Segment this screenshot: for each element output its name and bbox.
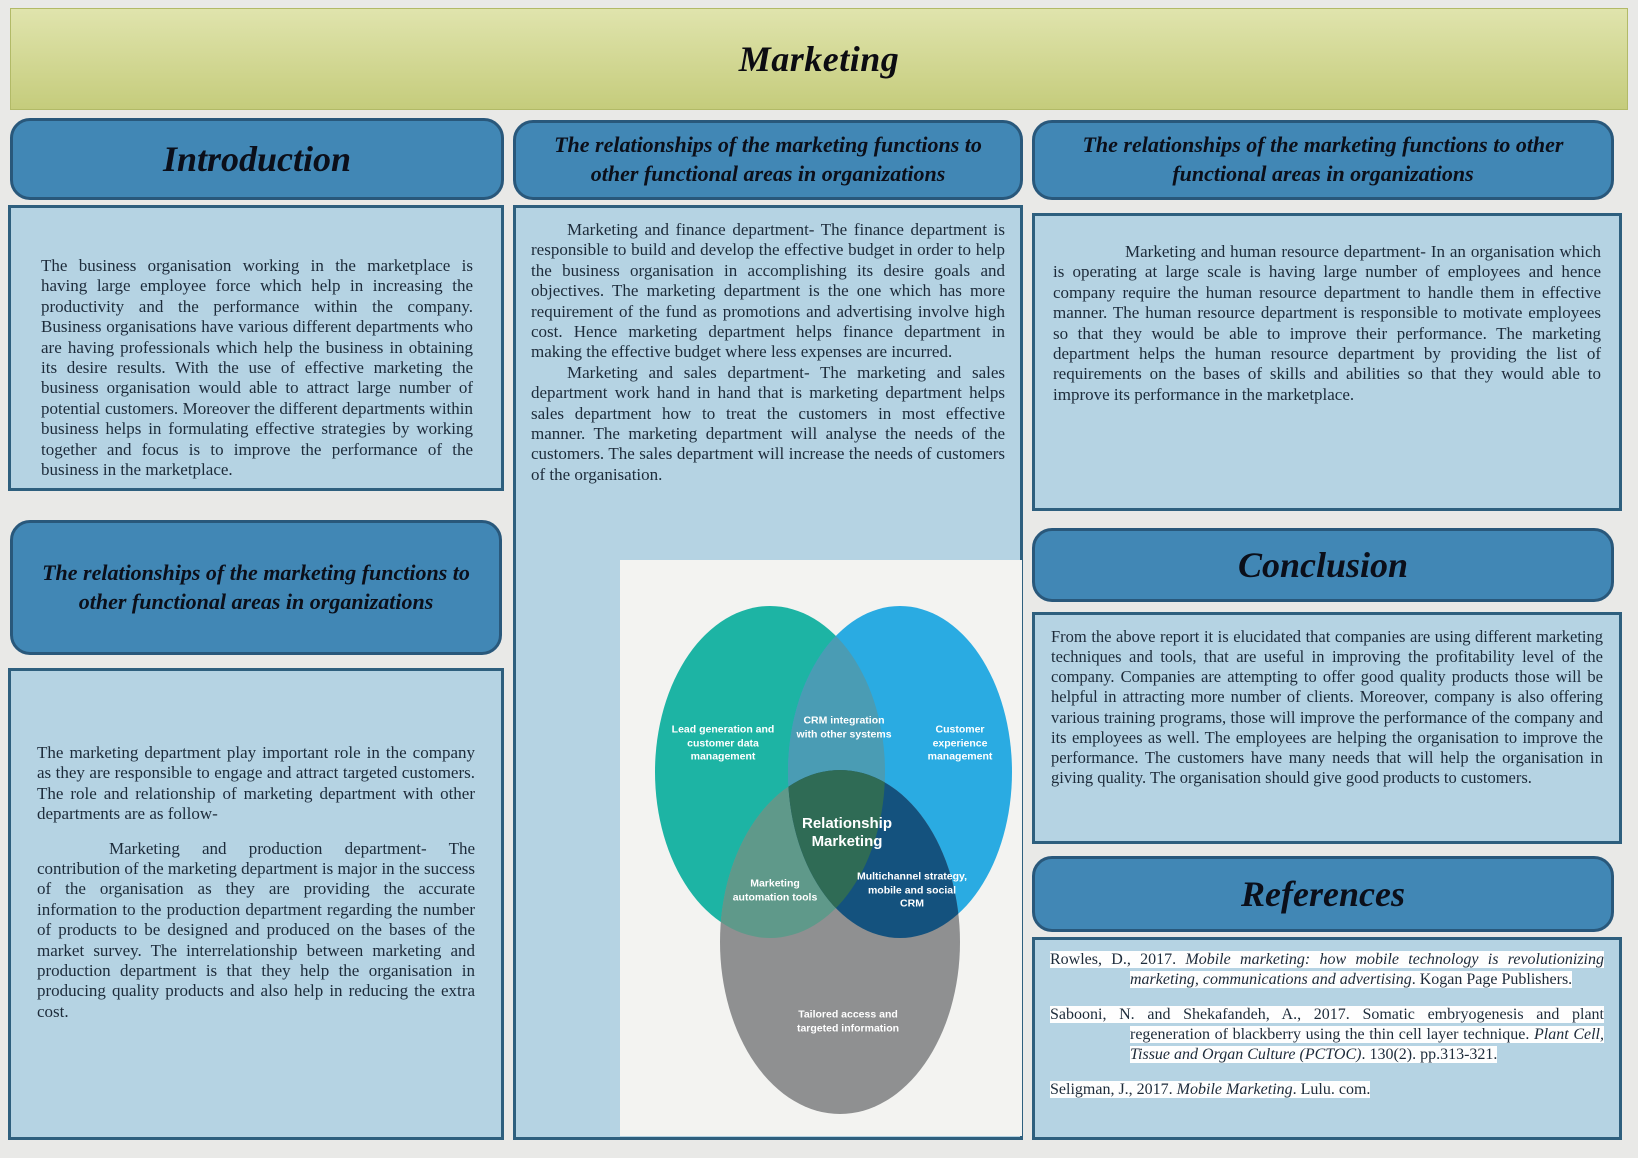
poster-title: Marketing [738,39,900,79]
relationships-middle-text-box: Marketing and finance department- The fi… [513,205,1023,1140]
conclusion-header-label: Conclusion [1237,545,1409,585]
relationships-left-header-label: The relationships of the marketing funct… [42,559,470,614]
introduction-paragraph: The business organisation working in the… [41,256,473,479]
section-header-relationships-right: The relationships of the marketing funct… [1032,120,1614,200]
relationships-right-paragraph: Marketing and human resource department-… [1053,242,1601,404]
reference-2-pages: . 130(2). pp.313-321. [1361,1046,1498,1064]
venn-label-customer-experience: Customer experience management [927,723,993,763]
relationships-left-text-box: The marketing department play important … [8,668,504,1140]
venn-overlap-right [788,770,960,938]
venn-label-marketing-automation: Marketing automation tools [732,877,818,903]
conclusion-paragraph: From the above report it is elucidated t… [1051,627,1603,787]
reference-item-1: Rowles, D., 2017. Mobile marketing: how … [1050,950,1604,991]
relationships-right-text-box: Marketing and human resource department-… [1032,213,1622,511]
reference-item-3: Seligman, J., 2017. Mobile Marketing. Lu… [1050,1080,1604,1100]
reference-3-authors: Seligman, J., 2017. [1050,1080,1177,1098]
conclusion-text-box: From the above report it is elucidated t… [1032,612,1622,844]
venn-diagram-svg [655,606,1012,1114]
reference-1-authors: Rowles, D., 2017. [1050,951,1186,968]
reference-3-publisher: . Lulu. com. [1292,1080,1371,1098]
introduction-header-label: Introduction [162,139,352,179]
section-header-conclusion: Conclusion [1032,528,1614,602]
venn-label-tailored-access: Tailored access and targeted information [796,1008,900,1034]
venn-label-relationship-marketing: Relationship Marketing [801,815,892,850]
reference-item-2: Sabooni, N. and Shekafandeh, A., 2017. S… [1050,1005,1605,1066]
title-banner: Marketing [10,8,1628,110]
relationships-middle-paragraph-1: Marketing and finance department- The fi… [531,220,1005,362]
reference-3-title: Mobile Marketing [1176,1080,1293,1098]
venn-label-lead-generation: Lead generation and customer data manage… [671,723,775,763]
references-box: Rowles, D., 2017. Mobile marketing: how … [1032,937,1622,1140]
relationships-left-paragraph-2: Marketing and production department- The… [37,838,475,1021]
venn-label-crm-integration: CRM integration with other systems [796,714,892,740]
relationships-middle-paragraph-2: Marketing and sales department- The mark… [531,362,1005,484]
introduction-text-box: The business organisation working in the… [8,205,504,491]
section-header-relationships-middle: The relationships of the marketing funct… [513,120,1023,200]
section-header-references: References [1032,856,1614,932]
venn-label-multichannel-strategy: Multichannel strategy, mobile and social… [856,870,968,910]
section-header-relationships-left: The relationships of the marketing funct… [10,520,502,655]
relationships-middle-header-label: The relationships of the marketing funct… [554,132,982,186]
venn-overlap-left [720,770,885,938]
reference-1-publisher: . Kogan Page Publishers. [1411,971,1573,989]
relationship-marketing-venn-diagram: Lead generation and customer data manage… [620,560,1022,1136]
reference-1-title: Mobile marketing: how mobile technology … [1130,951,1604,989]
section-header-introduction: Introduction [10,118,504,200]
reference-2-authors: Sabooni, N. and Shekafandeh, A., 2017. S… [1050,1005,1604,1043]
references-header-label: References [1241,874,1405,914]
relationships-left-paragraph-1: The marketing department play important … [37,743,475,824]
reference-2-journal: Plant Cell, Tissue and Organ Culture (PC… [1130,1025,1605,1064]
relationships-right-header-label: The relationships of the marketing funct… [1082,132,1564,186]
